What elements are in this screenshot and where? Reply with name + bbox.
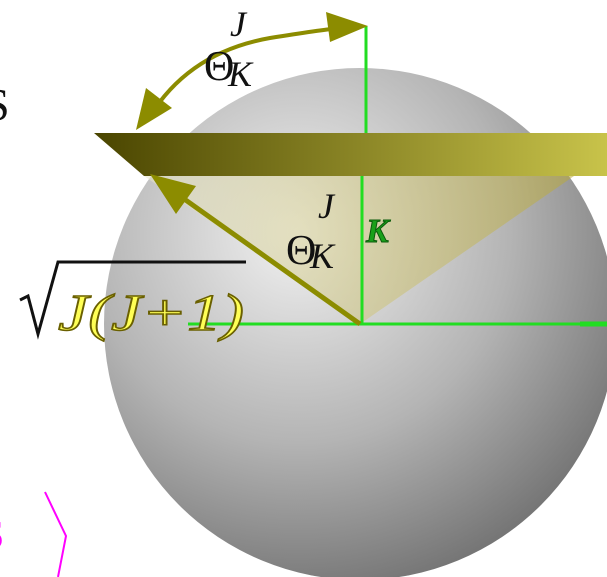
- precession-plane: [94, 133, 607, 176]
- theta-top-symbol: Θ: [204, 44, 234, 90]
- magenta-angle-bracket: [44, 491, 68, 577]
- theta-inner-subscript: K: [309, 236, 336, 276]
- top-arc-arrowhead-right: [326, 12, 368, 42]
- theta-top-superscript: J: [230, 4, 248, 44]
- top-arc-arrow: [148, 26, 341, 118]
- theta-inner-symbol: Θ: [286, 228, 316, 274]
- top-arc-arrowhead-left: [136, 88, 172, 130]
- left-edge-glyph-top: S: [0, 79, 10, 130]
- precession-cone: [144, 176, 574, 324]
- k-axis-label: K: [365, 213, 391, 250]
- j-vector-shaft: [178, 193, 362, 327]
- sqrt-argument: J(J+1): [58, 285, 244, 342]
- left-edge-glyph-bottom: S: [0, 512, 4, 557]
- sqrt-sign: [19, 260, 246, 340]
- j-vector-arrowhead: [150, 174, 196, 214]
- theta-top-subscript: K: [227, 54, 254, 94]
- theta-inner-superscript: J: [318, 186, 336, 226]
